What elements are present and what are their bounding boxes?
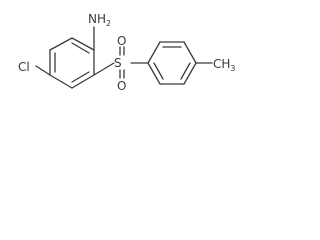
bond bbox=[49, 37, 73, 51]
bond bbox=[183, 41, 197, 64]
double-bond-inner bbox=[153, 62, 164, 80]
bond bbox=[71, 74, 95, 89]
bond bbox=[147, 41, 161, 64]
double-bond-inner bbox=[71, 71, 90, 83]
double-bond-inner bbox=[180, 62, 191, 80]
bond bbox=[183, 62, 197, 85]
amine-h-label: H bbox=[97, 12, 106, 26]
amine-label: NH2 bbox=[88, 12, 111, 28]
bond bbox=[71, 37, 95, 51]
oxygen-bottom-label: O bbox=[117, 79, 126, 93]
left-benzene-ring bbox=[49, 37, 95, 89]
amine-h-count: 2 bbox=[106, 19, 111, 28]
chloro-label: Cl bbox=[18, 60, 30, 74]
methyl-label: CH3 bbox=[213, 57, 236, 73]
methyl-h-count: 3 bbox=[230, 64, 235, 73]
sulfur-label: S bbox=[114, 56, 122, 70]
bond bbox=[49, 74, 73, 89]
bond-c-s bbox=[93, 62, 115, 76]
methyl-ch-label: CH bbox=[213, 57, 230, 71]
bond-c-cl bbox=[35, 65, 51, 76]
chemical-structure: NH2 Cl S O O CH3 bbox=[18, 12, 236, 93]
oxygen-top-label: O bbox=[117, 34, 126, 48]
double-bond-inner bbox=[71, 42, 90, 54]
bond bbox=[147, 62, 161, 85]
amine-n-label: N bbox=[88, 12, 97, 26]
right-benzene-ring bbox=[147, 41, 197, 85]
